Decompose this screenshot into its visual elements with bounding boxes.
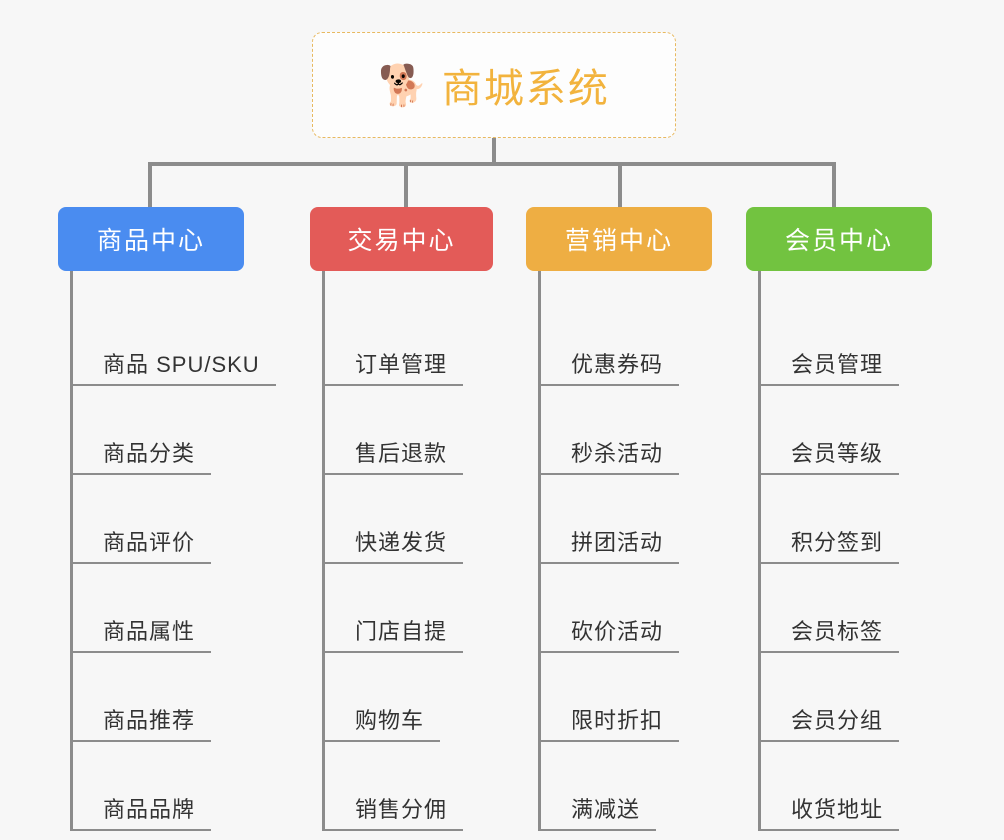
item-label: 限时折扣 [541, 707, 680, 742]
column-trade-center: 交易中心 订单管理 售后退款 快递发货 门店自提 购物车 销售分佣 [310, 207, 530, 831]
list-item[interactable]: 会员管理 [761, 297, 966, 386]
item-label: 拼团活动 [541, 529, 680, 564]
item-label: 商品推荐 [73, 707, 212, 742]
connector-bus [148, 162, 834, 166]
item-label: 销售分佣 [325, 796, 464, 831]
item-label: 商品分类 [73, 440, 212, 475]
category-label: 会员中心 [784, 227, 893, 255]
item-label: 商品属性 [73, 618, 212, 653]
list-item[interactable]: 商品品牌 [73, 742, 298, 831]
category-label: 交易中心 [347, 227, 456, 255]
list-item[interactable]: 积分签到 [761, 475, 966, 564]
item-label: 会员等级 [761, 440, 900, 475]
connector-drop-4 [832, 162, 836, 209]
list-item[interactable]: 砍价活动 [541, 564, 746, 653]
list-item[interactable]: 快递发货 [325, 475, 530, 564]
item-label: 秒杀活动 [541, 440, 680, 475]
column-items-marketing-center: 优惠券码 秒杀活动 拼团活动 砍价活动 限时折扣 满减送 [538, 271, 746, 831]
list-item[interactable]: 商品分类 [73, 386, 298, 475]
item-label: 积分签到 [761, 529, 900, 564]
root-node[interactable]: 🐕 商城系统 [312, 32, 676, 138]
item-label: 快递发货 [325, 529, 464, 564]
category-label: 商品中心 [96, 227, 205, 255]
category-header-trade-center[interactable]: 交易中心 [310, 207, 493, 271]
column-items-trade-center: 订单管理 售后退款 快递发货 门店自提 购物车 销售分佣 [322, 271, 530, 831]
list-item[interactable]: 订单管理 [325, 297, 530, 386]
column-items-member-center: 会员管理 会员等级 积分签到 会员标签 会员分组 收货地址 [758, 271, 966, 831]
item-label: 订单管理 [325, 351, 464, 386]
item-label: 优惠券码 [541, 351, 680, 386]
list-item[interactable]: 秒杀活动 [541, 386, 746, 475]
item-label: 会员管理 [761, 351, 900, 386]
list-item[interactable]: 优惠券码 [541, 297, 746, 386]
item-label: 砍价活动 [541, 618, 680, 653]
list-item[interactable]: 商品推荐 [73, 653, 298, 742]
list-item[interactable]: 会员标签 [761, 564, 966, 653]
item-label: 商品品牌 [73, 796, 212, 831]
column-member-center: 会员中心 会员管理 会员等级 积分签到 会员标签 会员分组 收货地址 [746, 207, 966, 831]
list-item[interactable]: 拼团活动 [541, 475, 746, 564]
item-label: 会员标签 [761, 618, 900, 653]
category-header-member-center[interactable]: 会员中心 [746, 207, 932, 271]
list-item[interactable]: 会员等级 [761, 386, 966, 475]
list-item[interactable]: 满减送 [541, 742, 746, 831]
column-product-center: 商品中心 商品 SPU/SKU 商品分类 商品评价 商品属性 商品推荐 商品品牌 [58, 207, 298, 831]
list-item[interactable]: 门店自提 [325, 564, 530, 653]
item-label: 购物车 [325, 707, 441, 742]
column-items-product-center: 商品 SPU/SKU 商品分类 商品评价 商品属性 商品推荐 商品品牌 [70, 271, 298, 831]
item-label: 商品评价 [73, 529, 212, 564]
list-item[interactable]: 购物车 [325, 653, 530, 742]
list-item[interactable]: 会员分组 [761, 653, 966, 742]
list-item[interactable]: 收货地址 [761, 742, 966, 831]
category-header-marketing-center[interactable]: 营销中心 [526, 207, 712, 271]
item-label: 满减送 [541, 796, 657, 831]
item-label: 售后退款 [325, 440, 464, 475]
connector-drop-1 [148, 162, 152, 209]
list-item[interactable]: 商品 SPU/SKU [73, 297, 298, 386]
list-item[interactable]: 商品属性 [73, 564, 298, 653]
shiba-dog-emoji-icon: 🐕 [378, 64, 428, 108]
list-item[interactable]: 商品评价 [73, 475, 298, 564]
category-header-product-center[interactable]: 商品中心 [58, 207, 244, 271]
category-label: 营销中心 [564, 227, 673, 255]
list-item[interactable]: 售后退款 [325, 386, 530, 475]
list-item[interactable]: 销售分佣 [325, 742, 530, 831]
connector-drop-2 [404, 162, 408, 209]
root-title: 商城系统 [441, 67, 610, 111]
item-label: 会员分组 [761, 707, 900, 742]
connector-root-stem [492, 138, 496, 164]
item-label: 门店自提 [325, 618, 464, 653]
column-marketing-center: 营销中心 优惠券码 秒杀活动 拼团活动 砍价活动 限时折扣 满减送 [526, 207, 746, 831]
item-label: 收货地址 [761, 796, 900, 831]
list-item[interactable]: 限时折扣 [541, 653, 746, 742]
item-label: 商品 SPU/SKU [73, 351, 276, 386]
connector-drop-3 [618, 162, 622, 209]
